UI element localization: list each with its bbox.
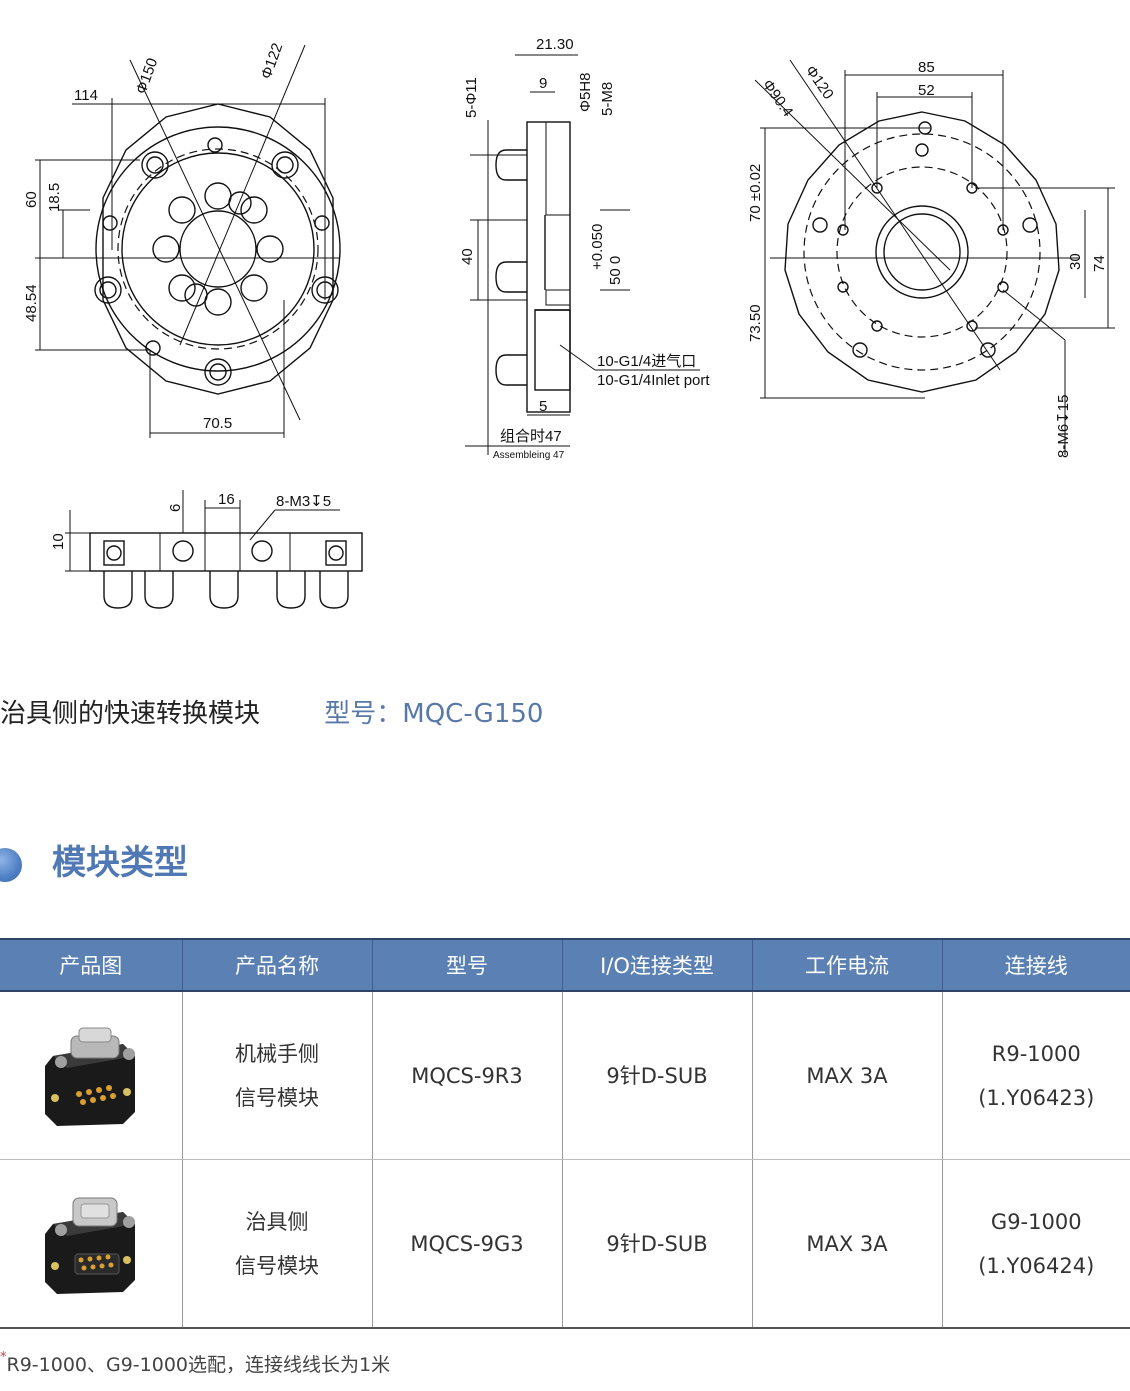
header-cable: 连接线 xyxy=(941,938,1130,992)
header-current: 工作电流 xyxy=(751,938,942,992)
dim-tol-bot: 50 0 xyxy=(607,256,624,285)
section-title: 模块类型 xyxy=(52,843,188,883)
dim-phi11: 5-Φ11 xyxy=(463,77,480,118)
header-model: 型号 xyxy=(371,938,562,992)
dim-5: 5 xyxy=(539,398,547,415)
product-name-line2: 信号模块 xyxy=(235,1253,319,1278)
dim-6: 6 xyxy=(167,504,184,512)
dim-114: 114 xyxy=(74,87,98,104)
table-row: 机械手侧 信号模块 MQCS-9R3 9针D-SUB MAX 3A R9-100… xyxy=(0,991,1130,1160)
dim-tol-top: +0.050 xyxy=(589,224,606,270)
product-image-cell xyxy=(0,991,182,1160)
dim-asm-cn: 组合时47 xyxy=(500,428,562,445)
cable-line1: R9-1000 xyxy=(991,1041,1081,1066)
io-type-cell: 9针D-SUB xyxy=(561,1159,752,1329)
product-model: 型号：MQC-G150 xyxy=(324,699,544,729)
dim-21-30: 21.30 xyxy=(536,36,574,53)
dsub-module-robot-image xyxy=(44,1027,135,1126)
header-io: I/O连接类型 xyxy=(561,938,752,992)
dim-60: 60 xyxy=(23,191,40,208)
table-header-row: 产品图 产品名称 型号 I/O连接类型 工作电流 连接线 xyxy=(0,938,1130,992)
port-label-cn: 10-G1/4进气口 xyxy=(597,353,696,370)
header-name: 产品名称 xyxy=(181,938,372,992)
front-view-drawing xyxy=(35,44,341,438)
footnote-text: R9-1000、G9-1000选配，连接线线长为1米 xyxy=(6,1354,391,1376)
dim-9: 9 xyxy=(539,75,547,92)
table-row: 治具侧 信号模块 MQCS-9G3 9针D-SUB MAX 3A G9-1000… xyxy=(0,1159,1130,1329)
dim-phi120: Φ120 xyxy=(802,63,837,103)
dim-74: 74 xyxy=(1091,255,1108,272)
bullet-dot-icon xyxy=(0,848,22,882)
dim-m8: 5-M8 xyxy=(599,82,616,116)
product-name-line2: 信号模块 xyxy=(235,1085,319,1110)
module-types-table: 产品图 产品名称 型号 I/O连接类型 工作电流 连接线 xyxy=(0,938,1130,1329)
dim-52: 52 xyxy=(918,82,935,99)
io-type-cell: 9针D-SUB xyxy=(561,991,752,1160)
dim-48-54: 48.54 xyxy=(23,284,40,322)
dim-phi150: Φ150 xyxy=(133,56,162,97)
dim-40: 40 xyxy=(459,248,476,265)
dim-18-5: 18.5 xyxy=(46,183,63,212)
product-image-cell xyxy=(0,1159,182,1329)
dim-10: 10 xyxy=(50,533,67,550)
model-cell: MQCS-9G3 xyxy=(371,1159,562,1329)
dim-70: 70 ±0.02 xyxy=(747,164,764,222)
current-cell: MAX 3A xyxy=(751,991,942,1160)
drawing-canvas: Φ150 Φ122 114 60 18.5 48.54 70.5 21.30 9… xyxy=(23,36,1115,609)
cable-cell: R9-1000 (1.Y06423) xyxy=(941,991,1130,1160)
footnote-star: * xyxy=(0,1350,7,1365)
dim-30: 30 xyxy=(1067,253,1084,270)
product-name-line1: 治具侧 xyxy=(245,1209,309,1234)
dim-asm-en: Assembleing 47 xyxy=(493,450,565,461)
product-name-line1: 机械手侧 xyxy=(235,1041,319,1066)
dim-phi90-4: Φ90.4 xyxy=(759,77,797,120)
side-view-drawing xyxy=(465,54,700,455)
footnote: *R9-1000、G9-1000选配，连接线线长为1米 xyxy=(0,1350,390,1377)
dim-85: 85 xyxy=(918,59,935,76)
technical-drawings: Φ150 Φ122 114 60 18.5 48.54 70.5 21.30 9… xyxy=(0,0,1130,640)
cable-line1: G9-1000 xyxy=(990,1209,1082,1234)
cable-cell: G9-1000 (1.Y06424) xyxy=(941,1159,1130,1329)
product-line: 治具侧的快速转换模块 型号：MQC-G150 xyxy=(0,694,543,734)
dim-phi5h8: Φ5H8 xyxy=(577,73,594,113)
back-view-drawing xyxy=(754,59,1115,455)
dim-phi122: Φ122 xyxy=(258,41,287,82)
dim-m6: 8-M6↧15 xyxy=(1055,395,1072,458)
current-cell: MAX 3A xyxy=(751,1159,942,1329)
cable-line2: (1.Y06424) xyxy=(978,1253,1095,1278)
model-cell: MQCS-9R3 xyxy=(371,991,562,1160)
product-name-cell: 治具侧 信号模块 xyxy=(181,1159,372,1329)
header-image: 产品图 xyxy=(0,938,182,992)
port-label-en: 10-G1/4Inlet port xyxy=(597,372,710,389)
cable-line2: (1.Y06423) xyxy=(978,1085,1095,1110)
product-name: 治具侧的快速转换模块 xyxy=(0,699,261,729)
dim-73-50: 73.50 xyxy=(747,304,764,342)
dim-m3: 8-M3↧5 xyxy=(276,493,331,510)
dim-70-5: 70.5 xyxy=(203,415,232,432)
product-name-cell: 机械手侧 信号模块 xyxy=(181,991,372,1160)
dsub-module-fixture-image xyxy=(44,1197,135,1294)
bottom-view-drawing xyxy=(65,490,363,609)
dim-16: 16 xyxy=(218,491,235,508)
